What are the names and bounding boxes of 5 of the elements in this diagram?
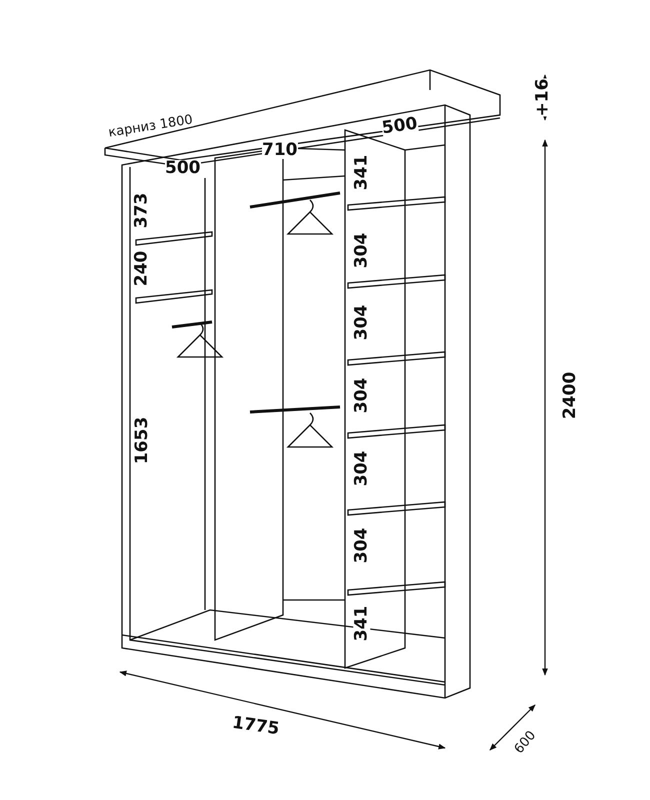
part-label: карниз 1800 (107, 112, 194, 140)
dimension-label: 341 (353, 605, 370, 641)
dimension-label: 500 (165, 160, 200, 176)
dimension-label: 710 (262, 142, 298, 158)
dimension-label: 500 (381, 115, 418, 137)
